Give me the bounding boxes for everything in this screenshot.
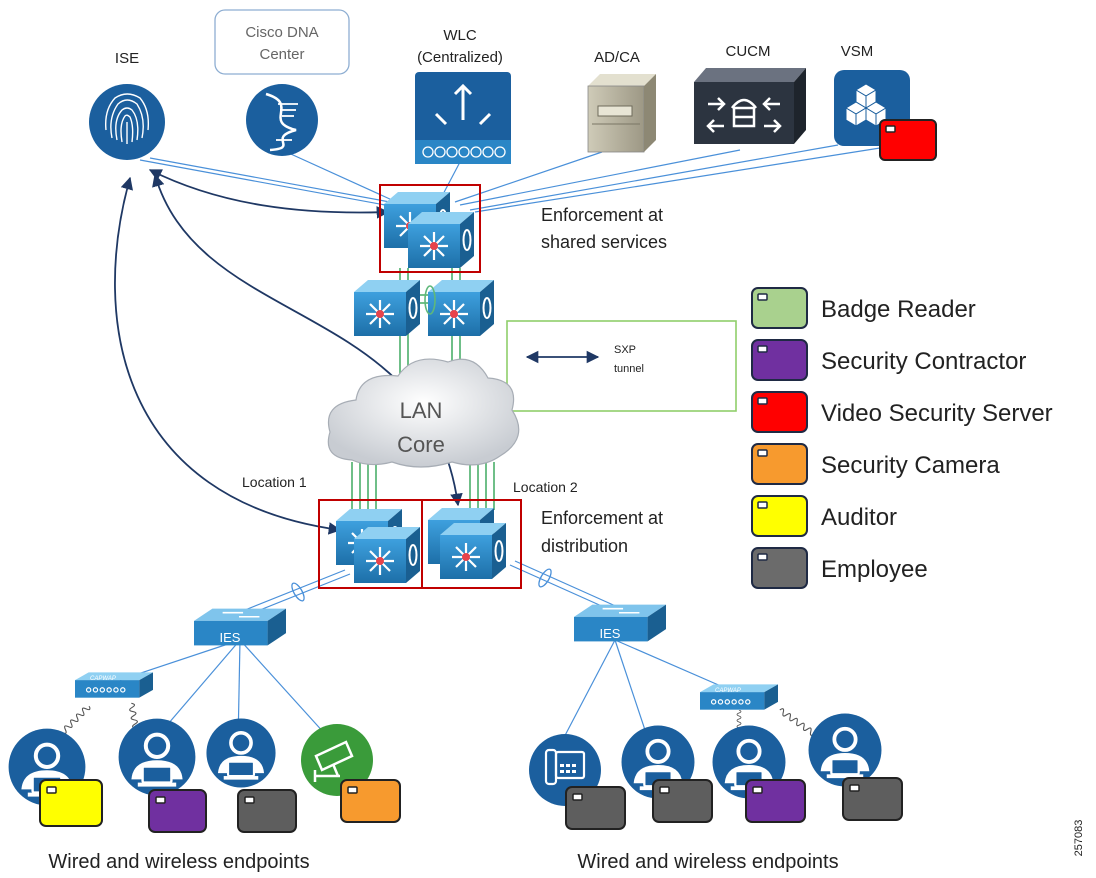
endpoint-auditor [7, 727, 103, 827]
ap-left-label: CAPWAP [90, 676, 116, 682]
legend-item: Auditor [751, 495, 897, 537]
vsm-tag [879, 119, 937, 161]
legend-item: Employee [751, 547, 928, 589]
legend-label: Video Security Server [821, 400, 1053, 427]
dna-helix-icon [246, 84, 318, 156]
server-tower-icon [587, 74, 656, 153]
ise-node: ISE [89, 50, 165, 160]
shared-enforcement-box [379, 184, 481, 273]
core-port-channel [424, 285, 436, 315]
legend-item: Security Camera [751, 443, 1000, 485]
shared-label-line2: shared services [541, 232, 667, 252]
endpoint-contractor-right [711, 724, 806, 823]
vsm-node: VSM [834, 43, 937, 161]
wireless-controller-icon [415, 72, 511, 164]
endpoint-employee-left [205, 717, 297, 833]
user-laptop-icon [117, 717, 197, 797]
lan-label-line2: Core [397, 432, 445, 457]
legend-item: Badge Reader [751, 287, 976, 329]
wireless-coil-icon [777, 706, 817, 738]
legend-label: Security Contractor [821, 348, 1026, 375]
core-switch-pair [354, 278, 496, 338]
endpoint-camera [301, 724, 401, 823]
legend-label: Badge Reader [821, 296, 976, 323]
lan-label-line1: LAN [400, 398, 443, 423]
ies-right-label: IES [600, 626, 621, 641]
distribution-enforcement: Location 1 Location 2 Enforcement at dis… [242, 474, 663, 589]
sxp-ise-location1 [114, 176, 342, 535]
legend-label: Security Camera [821, 452, 1000, 479]
user-laptop-icon [807, 712, 883, 788]
ies-switch-right: IES [574, 603, 666, 643]
call-manager-icon [694, 68, 806, 144]
dist-switch-1b [354, 525, 422, 585]
adca-node: AD/CA [587, 49, 656, 153]
endpoints-left-caption: Wired and wireless endpoints [48, 851, 309, 873]
shared-services-enforcement: Enforcement at shared services [379, 184, 667, 273]
ise-label: ISE [115, 50, 139, 67]
legend-label: Auditor [821, 504, 897, 531]
shared-label-line1: Enforcement at [541, 205, 663, 225]
sxp-box-frame [506, 320, 737, 412]
ap-right: CAPWAP [700, 683, 817, 740]
ies-left-label: IES [220, 630, 241, 645]
dna-label-line2: Center [259, 46, 304, 63]
port-channel-right [538, 568, 552, 588]
figure-id: 257083 [1073, 820, 1085, 857]
shared-switch-2 [408, 210, 476, 270]
wlc-label-line1: WLC [443, 27, 477, 44]
dist-label-line1: Enforcement at [541, 508, 663, 528]
link-cucm-shared [459, 149, 741, 206]
port-channel-left [291, 582, 305, 602]
endpoint-employee-right-1 [620, 724, 713, 823]
cucm-label: CUCM [726, 43, 771, 60]
sxp-label-line2: tunnel [614, 363, 644, 375]
fingerprint-icon [89, 84, 165, 160]
dist-label-line2: distribution [541, 536, 628, 556]
legend-item: Security Contractor [751, 339, 1026, 381]
sxp-label-line1: SXP [614, 344, 636, 356]
endpoint-contractor [117, 717, 207, 833]
ies-switch-left: IES [194, 607, 286, 647]
endpoints-right-caption: Wired and wireless endpoints [577, 851, 838, 873]
dna-center-node: Cisco DNA Center [214, 9, 350, 156]
legend-swatch-tab [757, 397, 768, 405]
legend-item: Video Security Server [751, 391, 1053, 433]
core-switch-left [354, 278, 422, 338]
wlc-node: WLC (Centralized) [415, 27, 511, 164]
vsm-label: VSM [841, 43, 874, 60]
legend-swatch-tab [757, 449, 768, 457]
location2-label: Location 2 [513, 479, 578, 495]
sxp-ise-shared [148, 169, 390, 219]
legend-swatch-tab [757, 345, 768, 353]
legend-swatch-tab [757, 501, 768, 509]
core-switch-right [428, 278, 496, 338]
security-camera-icon [301, 724, 373, 796]
endpoint-employee-right-2 [807, 712, 903, 821]
ap-right-label: CAPWAP [715, 688, 741, 694]
legend-label: Employee [821, 556, 928, 583]
legend-swatch-tab [757, 293, 768, 301]
link-vsm-shared-2 [474, 147, 881, 213]
location2-enforcement-box [421, 499, 522, 589]
adca-label: AD/CA [594, 49, 640, 66]
dna-label-line1: Cisco DNA [245, 24, 318, 41]
link-ise-shared-2 [149, 157, 391, 203]
cucm-node: CUCM [694, 43, 806, 144]
dist-switch-2b [440, 521, 508, 581]
dna-label-box [214, 9, 350, 75]
location1-label: Location 1 [242, 474, 307, 490]
wlc-label-line2: (Centralized) [417, 49, 503, 66]
legend-swatch-tab [757, 553, 768, 561]
lan-core-cloud: LAN Core [327, 358, 520, 468]
ap-left: CAPWAP [56, 671, 153, 746]
link-vsm-shared [469, 144, 839, 211]
endpoint-phone [529, 734, 626, 830]
sxp-legend-box: SXP tunnel [506, 320, 737, 412]
user-laptop-icon [205, 717, 277, 789]
